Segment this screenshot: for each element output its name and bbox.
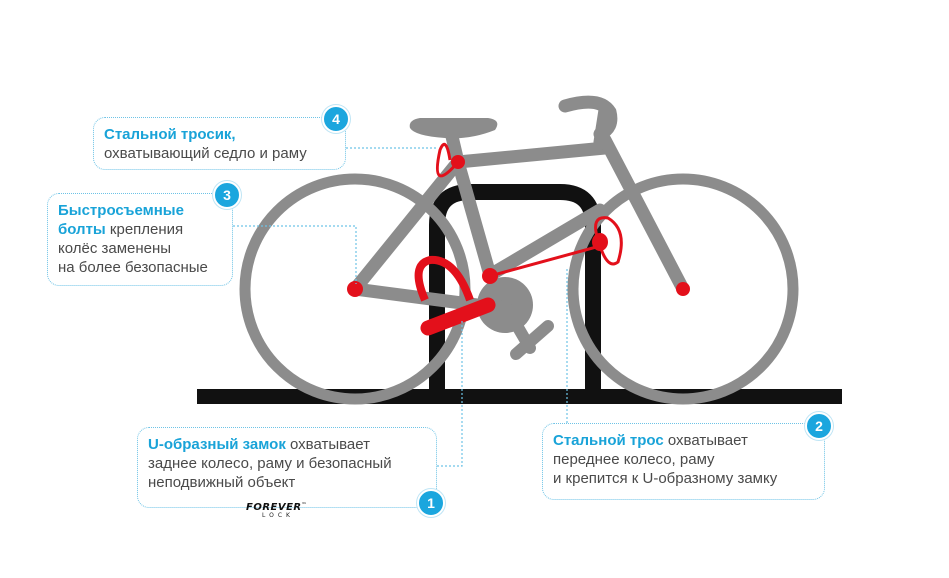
saddle <box>409 118 498 139</box>
logo-line-1: FOREVER <box>246 502 302 513</box>
badge-4: 4 <box>322 105 350 133</box>
callout-2-line-1: переднее колесо, раму <box>553 451 715 468</box>
callout-1-line-2: неподвижный объект <box>148 474 296 491</box>
callout-1-tail: охватывает <box>285 436 370 453</box>
callout-3-tail: крепления <box>105 221 184 238</box>
front-wheel <box>567 173 799 405</box>
lock-markers <box>347 155 690 297</box>
front-cable <box>489 216 623 278</box>
callout-2-title: Стальной трос <box>553 432 664 449</box>
leader-lines <box>233 147 568 467</box>
handlebar <box>558 95 618 141</box>
u-lock <box>414 255 496 336</box>
bike-frame <box>348 103 690 315</box>
pedal <box>510 320 554 360</box>
callout-4-line: охватывающий седло и раму <box>104 145 307 162</box>
callout-quick-release-bolts: Быстросъемные болты крепления колёс заме… <box>47 193 233 286</box>
logo-tm: ™ <box>301 502 308 508</box>
saddle-cable <box>435 142 460 178</box>
badge-3: 3 <box>213 181 241 209</box>
logo-line-2: LOCK <box>262 512 294 519</box>
callout-3-line-2: на более безопасные <box>58 259 208 276</box>
badge-1: 1 <box>417 489 445 517</box>
callout-1-line-1: заднее колесо, раму и безопасный <box>148 455 392 472</box>
callout-1-title: U-образный замок <box>148 436 286 453</box>
callout-3-title-2: болты <box>58 221 106 238</box>
badge-2: 2 <box>805 412 833 440</box>
ground-bar <box>197 389 842 404</box>
callout-2-tail: охватывает <box>663 432 748 449</box>
callout-u-lock: U-образный замок охватывает заднее колес… <box>137 427 437 508</box>
callout-3-line-1: колёс заменены <box>58 240 172 257</box>
callout-front-cable: Стальной трос охватывает переднее колесо… <box>542 423 825 500</box>
callout-4-title: Стальной тросик, <box>104 126 236 143</box>
forever-lock-logo: FOREVER™ LOCK <box>246 502 316 519</box>
callout-2-line-2: и крепится к U-образному замку <box>553 470 778 487</box>
callout-saddle-cable: Стальной тросик, охватывающий седло и ра… <box>93 117 346 170</box>
callout-3-title-1: Быстросъемные <box>58 202 184 219</box>
